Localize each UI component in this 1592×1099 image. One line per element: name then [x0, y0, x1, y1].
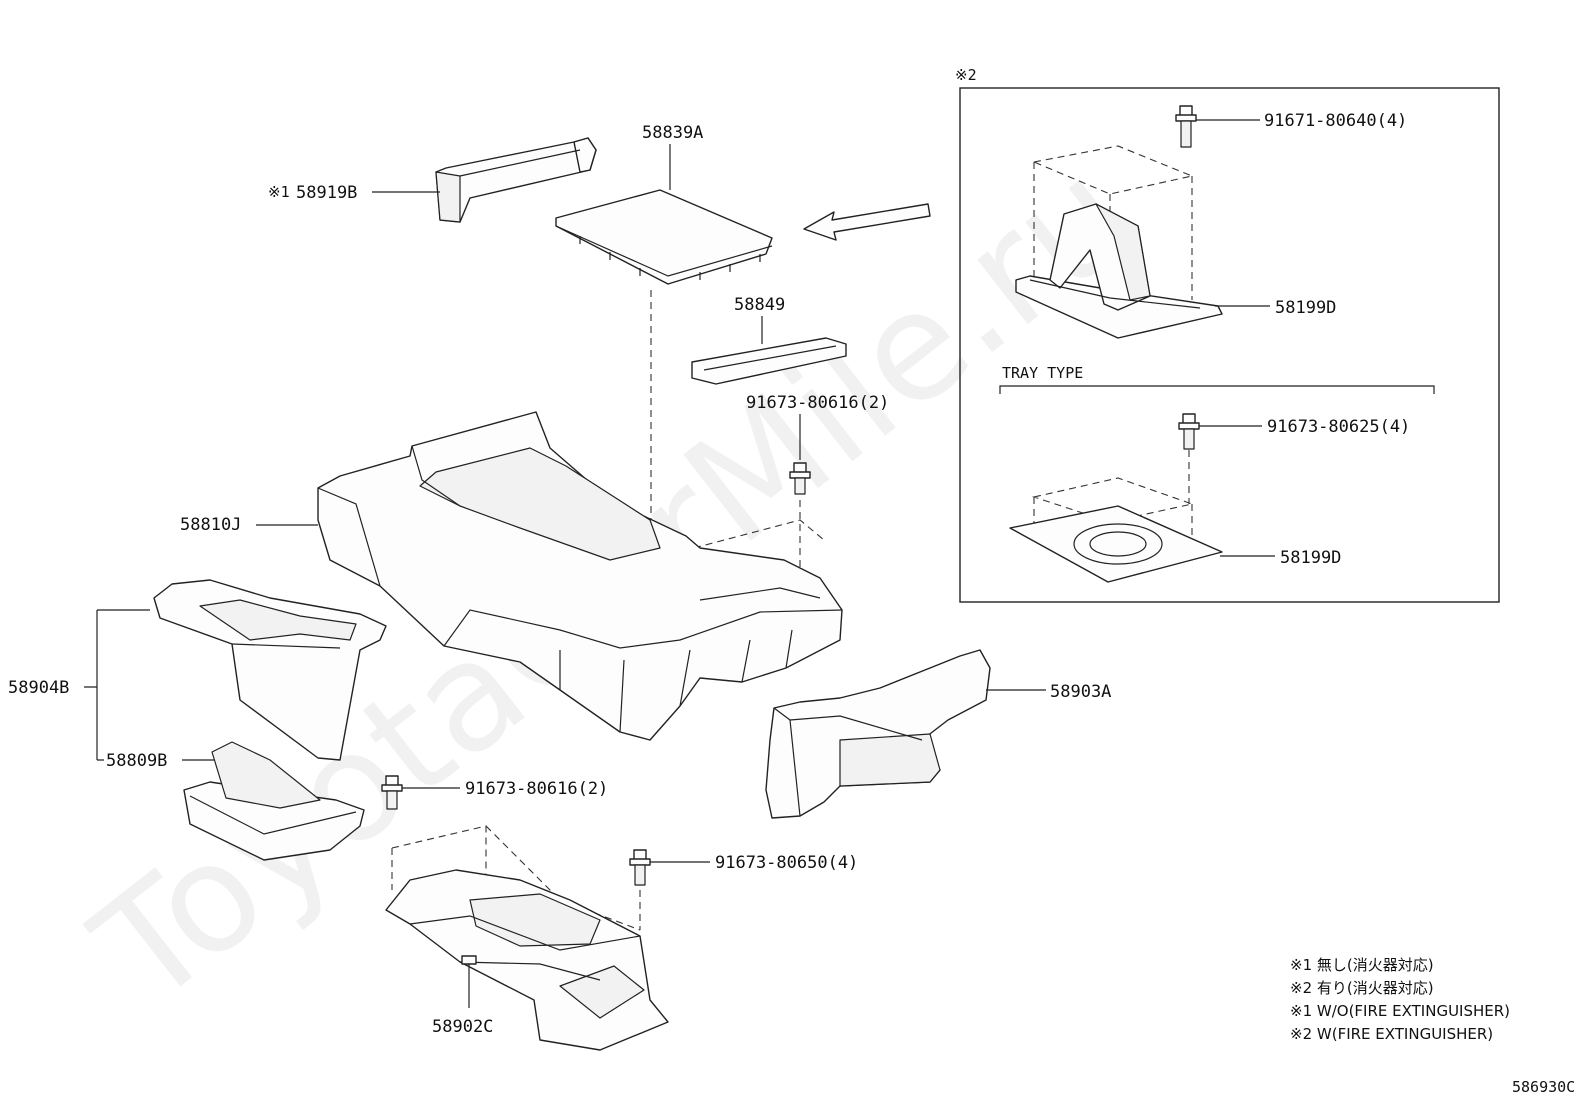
- callout-58904B: 58904B: [8, 678, 69, 698]
- direction-arrow-icon: [803, 203, 931, 241]
- bolt-91673-80616-top-icon: [789, 462, 811, 495]
- callout-58903A: 58903A: [1050, 682, 1111, 702]
- callout-58849: 58849: [734, 295, 785, 315]
- part-58810J-drawing: [317, 411, 843, 741]
- part-58199D-upper-drawing: [1015, 145, 1223, 339]
- callout-58199D-lower: 58199D: [1280, 548, 1341, 568]
- callout-58199D-upper: 58199D: [1275, 298, 1336, 318]
- inset-panel: ※2 91671-80640(4) 58199D TRAY TYPE: [955, 66, 1500, 603]
- inset-mark: ※2: [955, 66, 977, 84]
- callout-91673-80616-bottom: 91673-80616(2): [465, 779, 608, 799]
- callout-91673-80616-top: 91673-80616(2): [746, 393, 889, 413]
- part-58919B-drawing: [435, 137, 597, 223]
- part-58903A-drawing: [765, 649, 991, 819]
- bolt-91673-80625-icon: [1178, 413, 1200, 450]
- part-58849-drawing: [691, 337, 847, 385]
- callout-58809B: 58809B: [106, 751, 167, 771]
- tray-type-label: TRAY TYPE: [1002, 364, 1083, 382]
- callout-58919B-mark: ※1: [268, 183, 290, 201]
- callout-91671-80640: 91671-80640(4): [1264, 111, 1407, 131]
- part-58199D-lower-drawing: [1009, 450, 1223, 583]
- bolt-91673-80650-icon: [629, 849, 651, 886]
- part-58839A-drawing: [555, 189, 773, 285]
- part-58902C-drawing: [385, 869, 669, 1051]
- callout-58810J: 58810J: [180, 515, 241, 535]
- legend-line-2: ※2 有り(消火器対応): [1290, 979, 1434, 997]
- callout-58839A: 58839A: [642, 123, 703, 143]
- callout-91673-80650: 91673-80650(4): [715, 853, 858, 873]
- callout-58902C: 58902C: [432, 1017, 493, 1037]
- legend-line-4: ※2 W(FIRE EXTINGUISHER): [1290, 1025, 1493, 1043]
- clip-58902C-icon: [461, 955, 477, 1008]
- part-58809B-drawing: [183, 741, 365, 861]
- legend-line-1: ※1 無し(消火器対応): [1290, 956, 1434, 974]
- legend-line-3: ※1 W/O(FIRE EXTINGUISHER): [1290, 1002, 1510, 1020]
- legend: ※1 無し(消火器対応) ※2 有り(消火器対応) ※1 W/O(FIRE EX…: [1290, 956, 1510, 1043]
- diagram-code: 586930C: [1512, 1078, 1575, 1096]
- callout-58919B: 58919B: [296, 183, 357, 203]
- bolt-91671-80640-icon: [1175, 105, 1197, 148]
- part-58904B-drawing: [153, 579, 387, 761]
- callout-91673-80625: 91673-80625(4): [1267, 417, 1410, 437]
